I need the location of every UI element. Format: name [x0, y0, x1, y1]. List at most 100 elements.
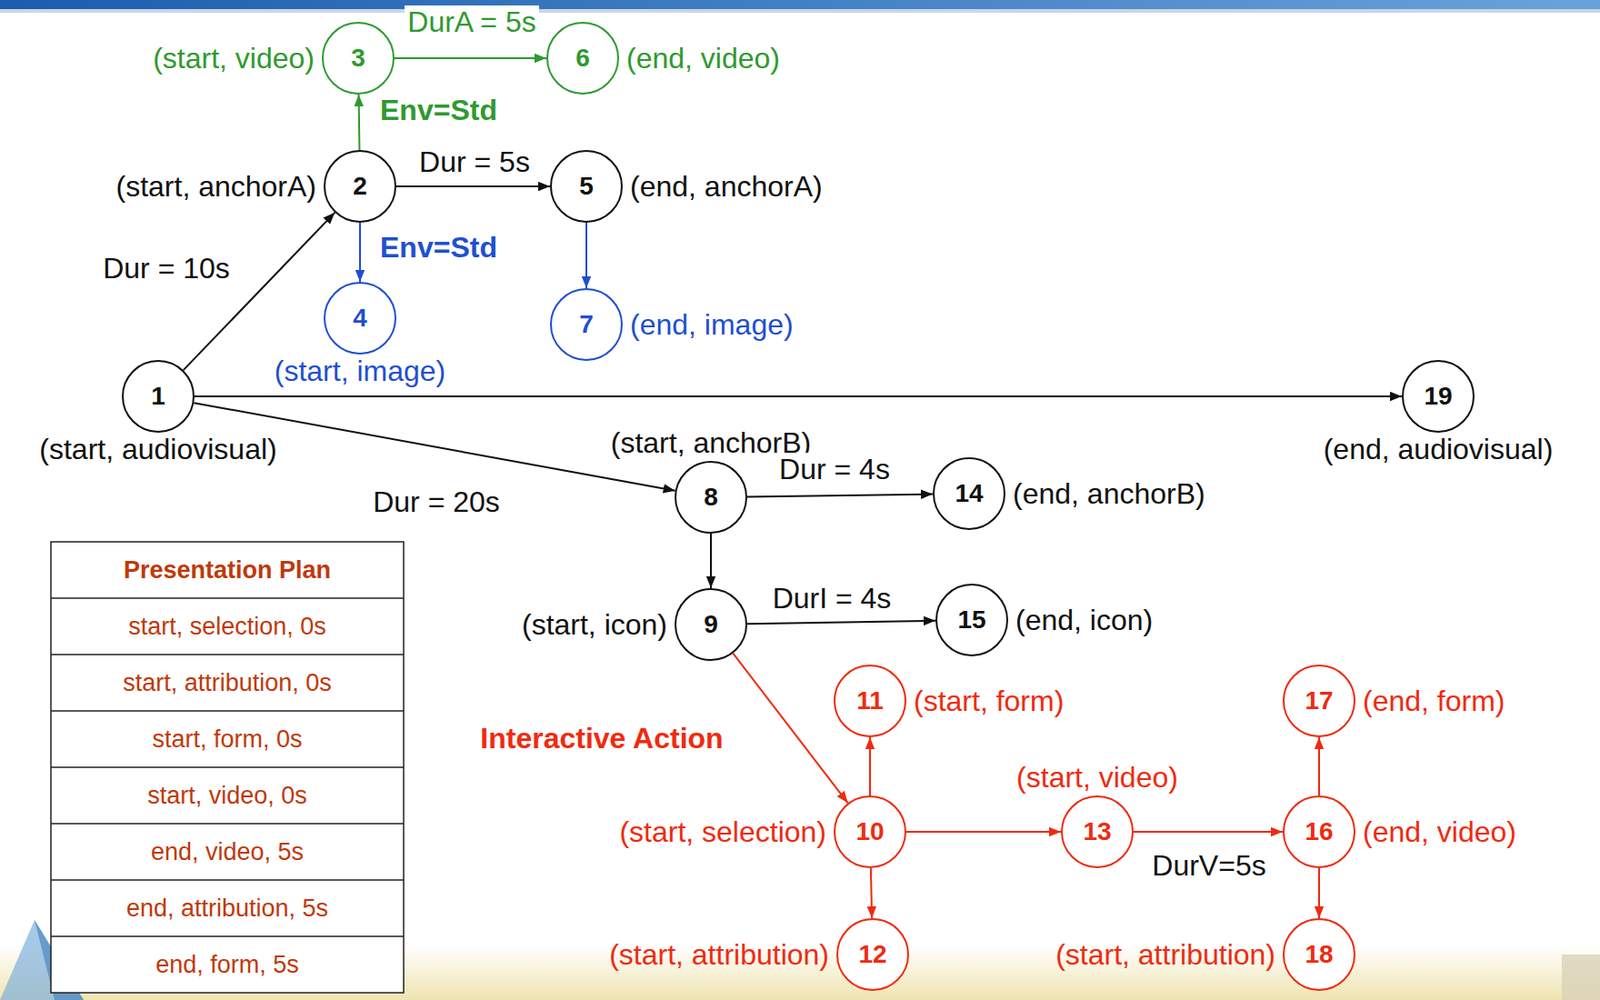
state-number: 5: [579, 171, 594, 201]
table-cell: end, attribution, 5s: [126, 893, 329, 923]
state-circle: 17(end, form): [1282, 664, 1356, 738]
top-bar: [0, 0, 1600, 10]
event-label: (start, icon): [521, 608, 668, 641]
transition-arrow: [396, 185, 550, 188]
event-label: (end, audiovisual): [1323, 432, 1554, 466]
state-circle: 1(start, audiovisual): [121, 360, 195, 433]
state-number: 19: [1423, 381, 1452, 411]
transition-arrow: [732, 653, 848, 804]
table-frame: [50, 541, 404, 993]
edge-label: Interactive Action: [477, 721, 726, 755]
event-label: (start, audiovisual): [39, 432, 277, 466]
state-number: 10: [855, 817, 884, 847]
state-number: 13: [1082, 817, 1111, 847]
state-circle: 19(end, audiovisual): [1401, 360, 1475, 433]
state-number: 15: [957, 605, 986, 635]
transition-arrow: [585, 222, 588, 289]
transition-arrow: [1318, 868, 1320, 919]
event-label: (start, image): [274, 354, 446, 388]
state-circle: 10(start, selection): [833, 795, 907, 869]
state-number: 3: [350, 43, 366, 73]
table-cell: start, attribution, 0s: [122, 668, 332, 698]
top-bar-shadow: [0, 9, 1600, 13]
event-label: (end, form): [1362, 684, 1505, 718]
state-circle: 11(start, form): [833, 664, 907, 738]
event-label: (start, anchorA): [115, 170, 317, 203]
event-label: (start, attribution): [1055, 938, 1276, 971]
edge-label: Dur = 10s: [100, 251, 233, 285]
edge-label: Env=Std: [377, 93, 500, 127]
transition-arrow: [183, 212, 336, 370]
state-number: 14: [954, 479, 983, 509]
table-cell: end, video, 5s: [150, 837, 304, 867]
state-circle: 12(start, attribution): [836, 918, 910, 991]
transition-arrow: [747, 620, 936, 625]
event-label: (start, selection): [619, 815, 827, 849]
table-rule: [50, 879, 404, 881]
table-rule: [50, 822, 404, 825]
table-rule: [50, 653, 404, 656]
transition-arrow: [710, 533, 712, 589]
table-cell: start, video, 0s: [147, 780, 308, 810]
table-cell: start, selection, 0s: [128, 611, 327, 641]
table-cell: start, form, 0s: [151, 724, 302, 754]
table-cell: end, form, 5s: [155, 950, 300, 980]
state-number: 4: [352, 303, 368, 333]
event-label: (start, video): [152, 41, 315, 75]
transition-arrow: [1133, 830, 1283, 833]
state-number: 8: [703, 482, 719, 512]
state-number: 16: [1304, 817, 1333, 847]
event-label: (end, anchorA): [630, 170, 823, 203]
state-circle: 4(start, image): [323, 281, 397, 355]
state-circle: 7(end, image): [550, 288, 623, 361]
state-number: 7: [579, 310, 594, 340]
transition-arrow: [870, 868, 872, 919]
transition-arrow: [906, 830, 1061, 833]
edge-label: DurV=5s: [1149, 849, 1269, 882]
plan-table: [50, 541, 404, 993]
transition-arrow: [359, 222, 361, 282]
state-number: 12: [858, 940, 887, 970]
transition-arrow: [358, 94, 361, 150]
state-number: 17: [1304, 686, 1333, 716]
table-rule: [50, 710, 404, 712]
state-number: 9: [703, 610, 719, 640]
state-circle: 5(end, anchorA): [550, 150, 623, 223]
state-circle: 14(end, anchorB): [932, 457, 1006, 530]
edge-label: DurI = 4s: [770, 581, 895, 615]
transition-arrow: [869, 737, 871, 796]
table-header: Presentation Plan: [123, 555, 331, 585]
state-circle: 9(start, icon): [674, 588, 748, 661]
event-label: (start, attribution): [609, 938, 830, 971]
edge-label: DurA = 5s: [404, 5, 539, 39]
table-rule: [50, 935, 404, 938]
edge-label: Env=Std: [377, 230, 500, 264]
table-rule: [50, 597, 404, 600]
event-label: (end, anchorB): [1012, 477, 1206, 510]
transition-arrow: [747, 494, 933, 498]
state-circle: 18(start, attribution): [1282, 918, 1356, 991]
event-label: (end, video): [1362, 815, 1517, 849]
event-label: (end, video): [626, 41, 780, 75]
edge-label: Dur = 4s: [776, 452, 893, 486]
state-number: 11: [856, 686, 884, 716]
edge-label: Dur = 5s: [416, 145, 533, 179]
state-circle: 6(end, video): [546, 21, 620, 95]
logo-decoration: [1561, 954, 1600, 1000]
state-circle: 13(start, video): [1060, 795, 1134, 869]
event-label: (end, image): [630, 308, 794, 341]
state-circle: 15(end, icon): [935, 583, 1009, 657]
state-number: 1: [150, 381, 166, 411]
event-label: (end, icon): [1015, 603, 1153, 637]
event-label: (start, video): [1016, 760, 1179, 794]
state-number: 6: [575, 43, 590, 73]
state-number: 2: [352, 171, 368, 201]
state-circle: 8(start, anchorB): [674, 460, 748, 534]
transition-arrow: [394, 57, 547, 60]
transition-arrow: [194, 395, 1402, 398]
event-label: (start, form): [913, 684, 1064, 718]
state-circle: 3(start, video): [321, 21, 395, 95]
state-circle: 2(start, anchorA): [323, 150, 397, 223]
transition-arrow: [1318, 737, 1320, 796]
